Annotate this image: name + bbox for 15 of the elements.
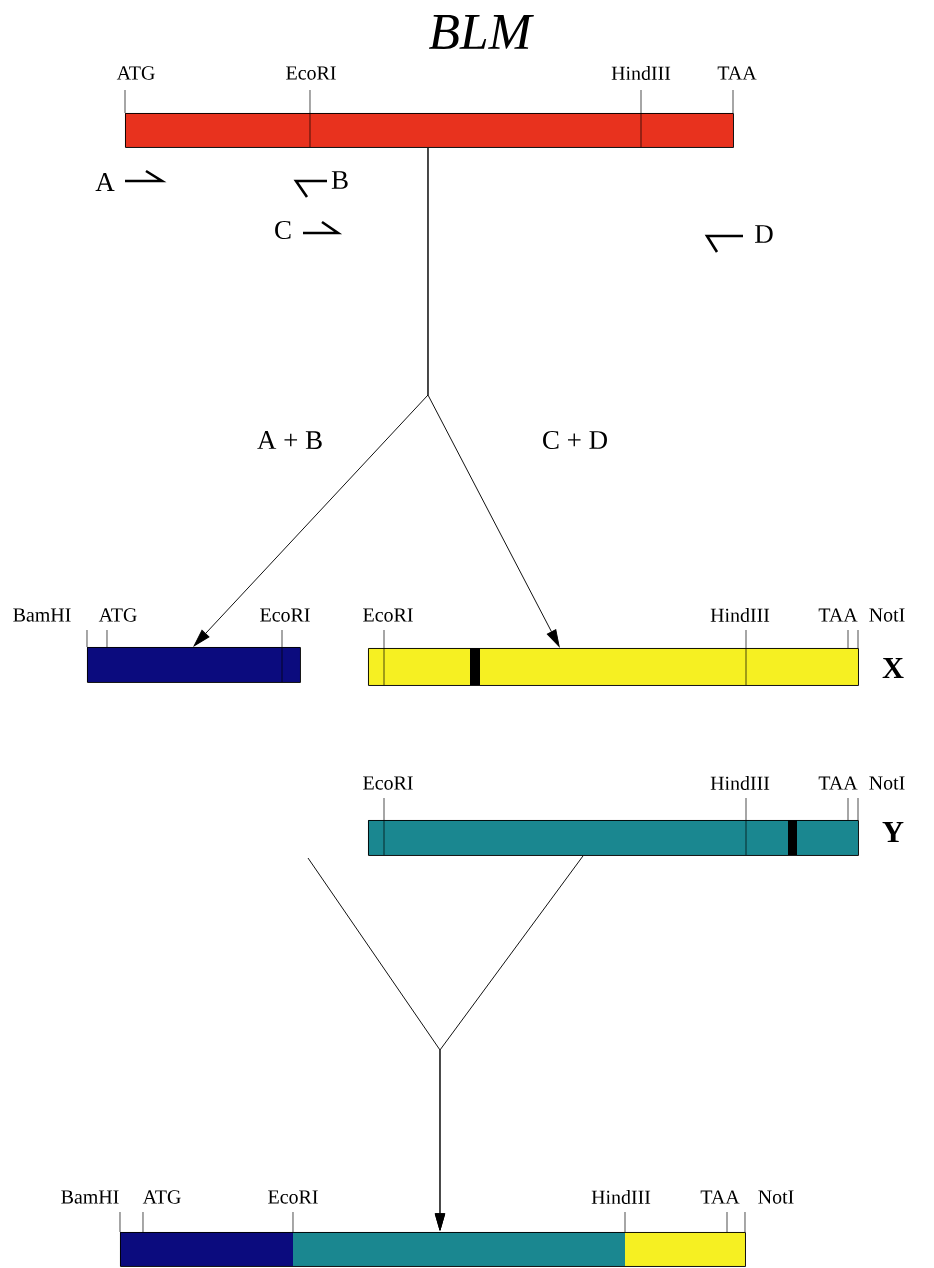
primer-label: D: [755, 225, 773, 243]
title: BLM: [428, 15, 534, 49]
edge-label: A + B: [254, 428, 326, 452]
construct-letter: X: [882, 658, 904, 678]
arrow: [427, 147, 560, 647]
edge-label: C + D: [539, 428, 611, 452]
gene-bar: [125, 112, 734, 148]
arrow: [434, 855, 584, 1231]
primer-label: C: [275, 220, 291, 240]
primer-label: A: [95, 173, 115, 191]
fragment-bar: [368, 819, 859, 856]
fragment-bar: [87, 646, 301, 683]
fragment-bar: [368, 647, 859, 686]
construct-bar: [120, 1232, 746, 1267]
construct-letter: Y: [882, 822, 904, 842]
